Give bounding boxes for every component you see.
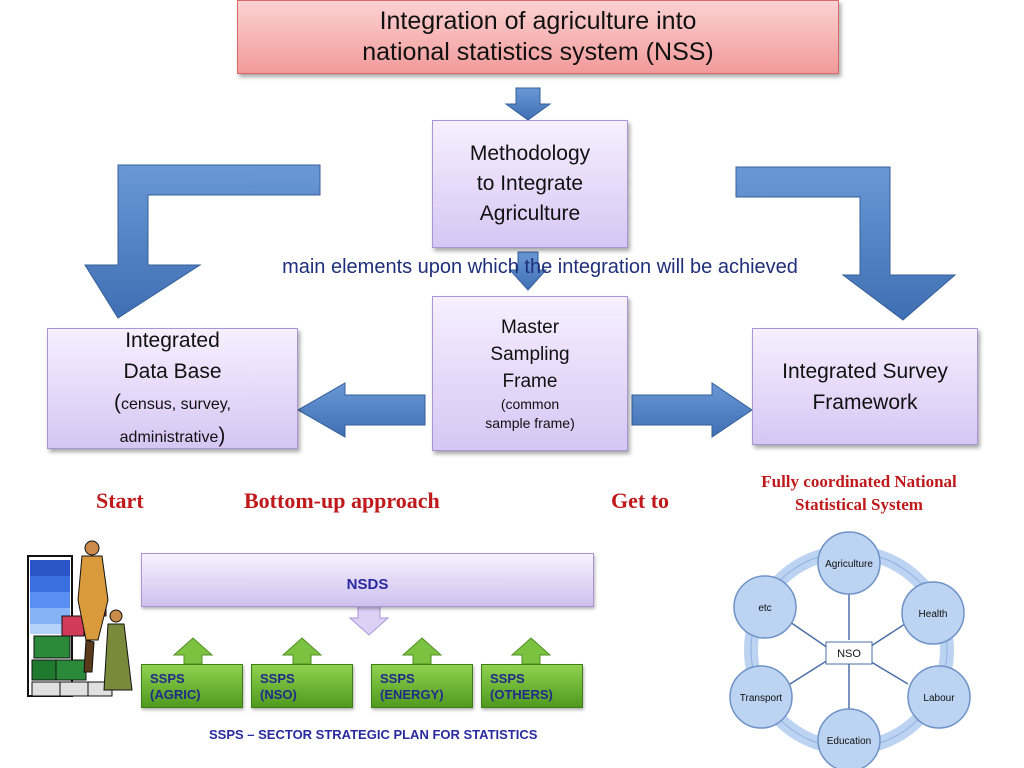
node-transport [729, 665, 793, 729]
integrated-database-box: Integrated Data Base (census, survey, ad… [47, 328, 298, 449]
arrow-title-to-methodology [504, 87, 552, 121]
node-education-label: Education [827, 736, 871, 747]
spoke-etc [789, 621, 829, 649]
ssps-energy-box: SSPS (ENERGY) [371, 664, 473, 708]
master-sampling-frame-box: Master Sampling Frame (common sample fra… [432, 296, 628, 451]
arrow-msf-to-database [296, 382, 426, 438]
arrow-up-energy [401, 637, 443, 665]
people-building-blocks-illustration [27, 540, 133, 697]
msf-line-2: Sampling [490, 344, 570, 365]
node-education [817, 708, 881, 768]
methodology-line-3: Agriculture [479, 202, 581, 225]
arrow-msf-to-survey-framework [631, 382, 753, 438]
start-label: Start [96, 488, 144, 513]
ssps-nso-line-2: (NSO) [260, 687, 297, 702]
nss-cycle-diagram: Agriculture Health Labour Education Tran… [729, 531, 971, 768]
node-nso [825, 641, 873, 665]
ssps-others-box: SSPS (OTHERS) [481, 664, 583, 708]
arrow-up-agric [172, 637, 214, 665]
idb-line-4: administrative [119, 428, 219, 446]
msf-line-4: (common [500, 396, 560, 412]
arrow-nsds-down [348, 604, 390, 636]
msf-line-5: sample frame) [485, 415, 575, 431]
msf-line-3: Frame [502, 371, 558, 392]
nsds-bar: NSDS [141, 553, 594, 607]
node-health [901, 581, 965, 645]
bottom-up-label: Bottom-up approach [244, 488, 440, 513]
ssps-agric-box: SSPS (AGRIC) [141, 664, 243, 708]
title-box: Integration of agriculture into national… [237, 0, 839, 74]
arrow-to-integrated-database [84, 164, 321, 319]
node-etc-label: etc [758, 603, 771, 614]
spoke-transport [789, 659, 829, 685]
fully-coordinated-line-2: Statistical System [795, 495, 923, 514]
node-agriculture [817, 531, 881, 595]
idb-close-paren: ) [218, 423, 226, 447]
title-line-1: Integration of agriculture into [379, 7, 697, 35]
integrated-survey-framework-box: Integrated Survey Framework [752, 328, 978, 445]
idb-open-paren: ( [114, 390, 122, 414]
arrow-methodology-to-msf [508, 251, 548, 291]
ssps-energy-line-2: (ENERGY) [380, 687, 444, 702]
nsds-label: NSDS [346, 576, 389, 593]
ssps-agric-line-1: SSPS [150, 671, 185, 686]
ssps-definition: SSPS – SECTOR STRATEGIC PLAN FOR STATIST… [209, 727, 538, 742]
ssps-nso-line-1: SSPS [260, 671, 295, 686]
idb-line-3-wrap: (census, survey, [114, 387, 231, 420]
arrow-up-others [510, 637, 552, 665]
node-labour [907, 665, 971, 729]
idb-line-3: census, survey, [121, 395, 231, 413]
methodology-line-2: to Integrate [476, 172, 584, 195]
ssps-agric-line-2: (AGRIC) [150, 687, 201, 702]
ssps-up-arrows [172, 637, 552, 665]
node-labour-label: Labour [923, 693, 955, 704]
arrow-up-nso [281, 637, 323, 665]
spoke-labour [867, 659, 909, 685]
ssps-others-line-2: (OTHERS) [490, 687, 553, 702]
idb-line-2: Data Base [123, 359, 222, 383]
node-etc [733, 575, 797, 639]
ssps-energy-line-1: SSPS [380, 671, 415, 686]
arrow-to-survey-framework [735, 166, 957, 321]
methodology-box: Methodology to Integrate Agriculture [432, 120, 628, 248]
spoke-health [867, 621, 909, 649]
fully-coordinated-line-1: Fully coordinated National [761, 472, 957, 491]
ssps-nso-box: SSPS (NSO) [251, 664, 353, 708]
isf-line-2: Framework [812, 390, 918, 414]
methodology-line-1: Methodology [469, 142, 591, 165]
title-line-2: national statistics system (NSS) [362, 38, 714, 66]
node-health-label: Health [919, 609, 948, 620]
get-to-label: Get to [611, 488, 670, 513]
idb-line-1: Integrated [125, 328, 220, 352]
node-nso-label: NSO [837, 648, 861, 660]
fully-coordinated-label: Fully coordinated National Statistical S… [736, 470, 982, 516]
ssps-others-line-1: SSPS [490, 671, 525, 686]
main-elements-caption: main elements upon which the integration… [282, 256, 798, 278]
idb-line-4-wrap: administrative) [120, 420, 226, 453]
isf-line-1: Integrated Survey [782, 359, 948, 383]
node-agriculture-label: Agriculture [825, 559, 873, 570]
msf-line-1: Master [500, 317, 560, 338]
node-transport-label: Transport [740, 693, 783, 704]
